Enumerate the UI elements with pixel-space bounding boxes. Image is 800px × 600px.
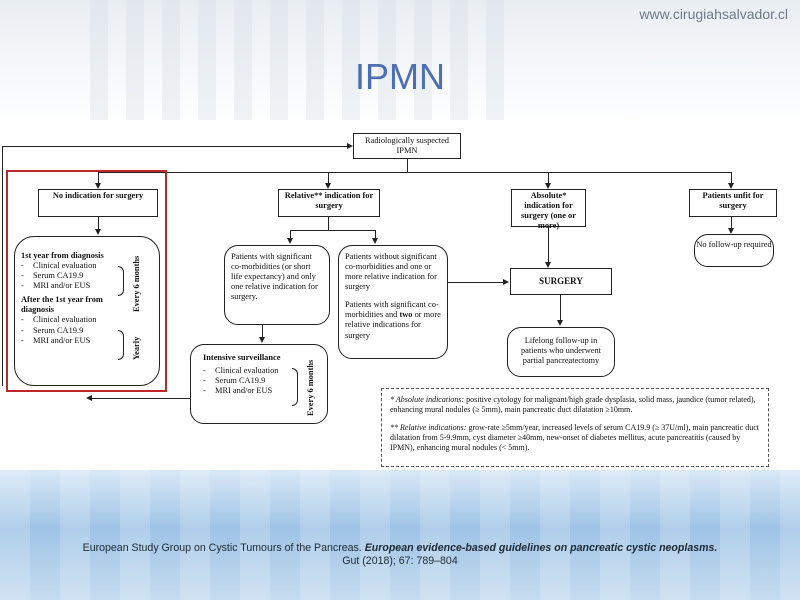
trunk-line bbox=[407, 159, 409, 172]
list-item: MRI and/or EUS bbox=[203, 386, 327, 396]
arrow-3 bbox=[545, 183, 551, 189]
intensive-box: Intensive surveillance Clinical evaluati… bbox=[190, 344, 328, 424]
surgery-box: SURGERY bbox=[510, 268, 612, 295]
list-item: Clinical evaluation bbox=[21, 315, 159, 325]
list-item: Clinical evaluation bbox=[203, 366, 327, 376]
branch-drop-3 bbox=[548, 172, 550, 184]
branch-drop-2 bbox=[328, 172, 330, 184]
intensive-heading: Intensive surveillance bbox=[203, 353, 281, 362]
highlight-frame bbox=[6, 170, 167, 392]
absolute-note-label: * Absolute indications: bbox=[390, 395, 465, 404]
surgery-arrow bbox=[557, 320, 563, 326]
unfit-line bbox=[731, 217, 733, 229]
branch-drop-1 bbox=[98, 172, 100, 184]
without-comorbid-box: Patients without significant co-morbidit… bbox=[338, 245, 448, 359]
return-line bbox=[92, 398, 190, 400]
no-followup-box: No follow-up required bbox=[694, 234, 774, 267]
relative-note-label: ** Relative indications: bbox=[390, 423, 467, 432]
absolute-note-text: positive cytology for malignant/high gra… bbox=[390, 395, 756, 414]
arrow-4 bbox=[728, 183, 734, 189]
start-box: Radiologically suspected IPMN bbox=[353, 133, 461, 159]
absolute-arrow bbox=[545, 262, 551, 268]
after-year-title: After the 1st year from diagnosis bbox=[21, 295, 103, 315]
first-year-list: Clinical evaluation Serum CA19.9 MRI and… bbox=[21, 261, 159, 291]
list-item: MRI and/or EUS bbox=[21, 336, 159, 346]
header-background bbox=[0, 0, 800, 130]
comorbid-two-text: Patients with significant co-morbidities… bbox=[345, 300, 441, 340]
feedback-line-top bbox=[2, 146, 347, 148]
relative-to-surgery-line bbox=[448, 282, 503, 284]
relative-to-surgery-arrow bbox=[503, 279, 509, 285]
relative-stem bbox=[328, 217, 330, 230]
comorbid-one-box: Patients with significant co-morbidities… bbox=[224, 245, 330, 325]
intensive-frequency: Every 6 months bbox=[306, 359, 315, 416]
feedback-line-left bbox=[2, 146, 4, 386]
after-year-list: Clinical evaluation Serum CA19.9 MRI and… bbox=[21, 315, 159, 345]
relative-note: ** Relative indications: grow-rate ≥5mm/… bbox=[390, 423, 760, 453]
feedback-arrow-head bbox=[347, 143, 353, 149]
relative-drop-left bbox=[290, 230, 292, 239]
comorbid-to-intensive-arrow bbox=[259, 337, 265, 343]
no-indication-box: No indication for surgery bbox=[38, 189, 158, 217]
list-item: MRI and/or EUS bbox=[21, 281, 159, 291]
list-item: Serum CA19.9 bbox=[203, 376, 327, 386]
no-indication-line bbox=[98, 217, 100, 230]
arrow-2 bbox=[325, 183, 331, 189]
comorbid-two-text-a: Patients with significant co-morbidities… bbox=[345, 300, 439, 320]
absolute-box: Absolute* indication for surgery (one or… bbox=[511, 189, 586, 230]
return-arrow bbox=[86, 395, 92, 401]
branch-drop-4 bbox=[731, 172, 733, 184]
brace-intensive bbox=[292, 368, 298, 406]
footer-background bbox=[0, 470, 800, 600]
citation: European Study Group on Cystic Tumours o… bbox=[80, 542, 720, 568]
website-url[interactable]: www.cirugiahsalvador.cl bbox=[639, 6, 788, 22]
relative-split bbox=[290, 230, 375, 232]
branch-bar bbox=[98, 172, 731, 174]
unfit-box: Patients unfit for surgery bbox=[689, 189, 777, 217]
relative-note-text: grow-rate ≥5mm/year, increased levels of… bbox=[390, 423, 760, 452]
indications-notes: * Absolute indications: positive cytolog… bbox=[381, 388, 769, 467]
without-comorbid-text: Patients without significant co-morbidit… bbox=[345, 252, 437, 292]
unfit-arrow bbox=[728, 228, 734, 234]
citation-journal: Gut (2018); 67: 789–804 bbox=[342, 555, 458, 568]
lifelong-box: Lifelong follow-up in patients who under… bbox=[507, 327, 615, 377]
absolute-note: * Absolute indications: positive cytolog… bbox=[390, 395, 760, 415]
relative-arrow-left bbox=[287, 238, 293, 244]
comorbid-two-text-b: two bbox=[399, 310, 413, 320]
citation-authors: European Study Group on Cystic Tumours o… bbox=[82, 542, 365, 554]
citation-title: European evidence-based guidelines on pa… bbox=[364, 542, 718, 554]
relative-drop-right bbox=[375, 230, 377, 239]
arrow-1 bbox=[95, 183, 101, 189]
list-item: Serum CA19.9 bbox=[21, 326, 159, 336]
relative-arrow-right bbox=[372, 238, 378, 244]
relative-box: Relative** indication for surgery bbox=[278, 189, 380, 217]
surveillance-box: 1st year from diagnosis Clinical evaluat… bbox=[14, 236, 160, 386]
list-item: Clinical evaluation bbox=[21, 261, 159, 271]
comorbid-two-text-c: or more relative indications for surgery bbox=[345, 310, 441, 340]
slide-title: IPMN bbox=[355, 56, 445, 97]
surgery-line bbox=[560, 295, 562, 321]
first-year-title: 1st year from diagnosis bbox=[21, 251, 104, 260]
absolute-line bbox=[548, 227, 550, 263]
comorbid-to-intensive-line bbox=[262, 325, 264, 338]
list-item: Serum CA19.9 bbox=[21, 271, 159, 281]
intensive-list: Clinical evaluation Serum CA19.9 MRI and… bbox=[203, 366, 327, 396]
no-indication-arrow bbox=[95, 229, 101, 235]
